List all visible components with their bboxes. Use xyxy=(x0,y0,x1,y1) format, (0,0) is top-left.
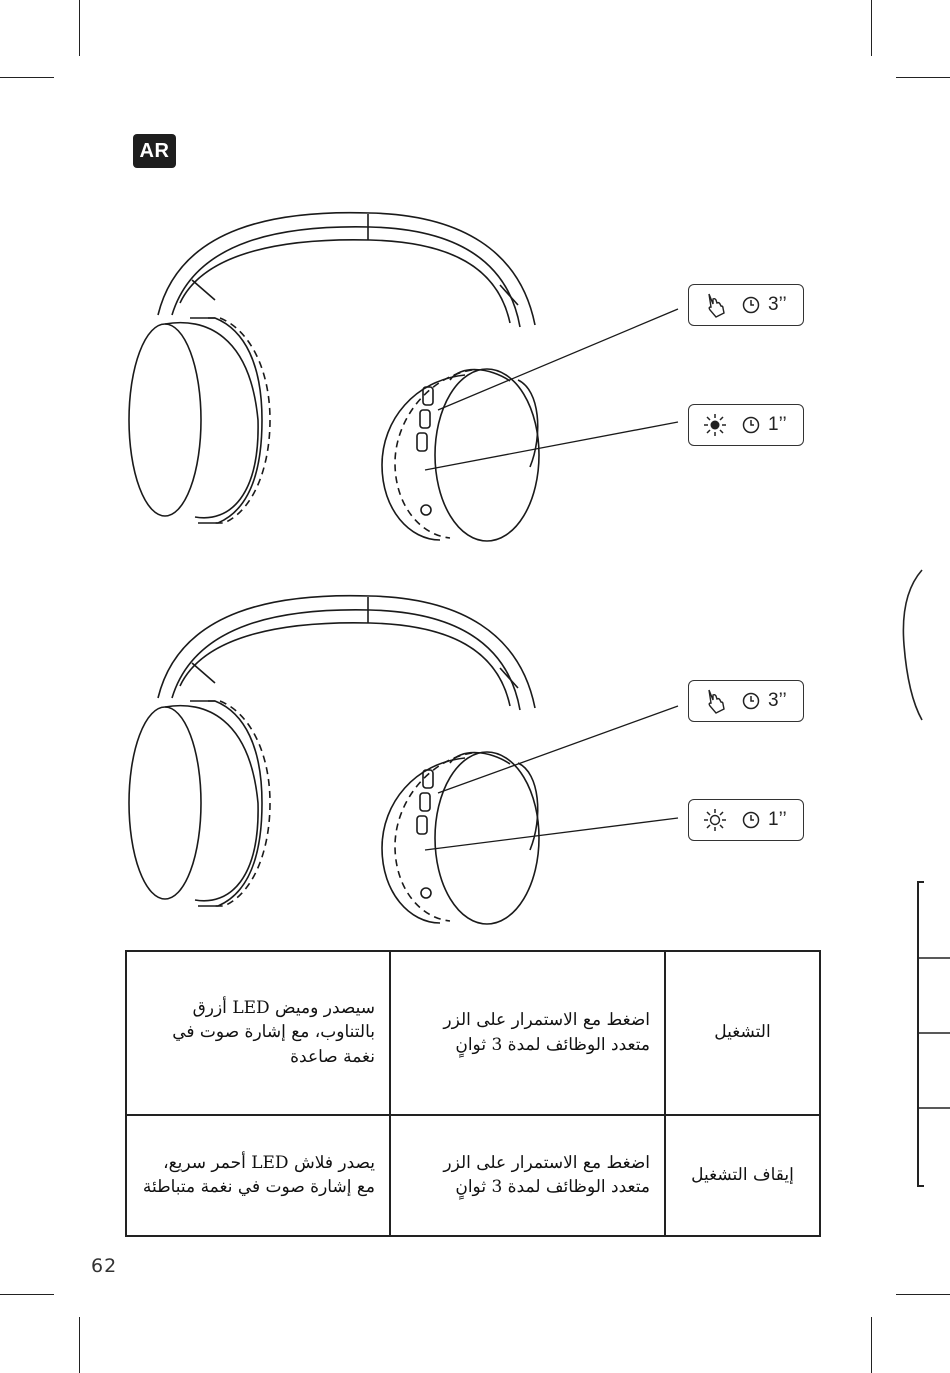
press-hand-icon xyxy=(703,293,727,318)
language-badge: AR xyxy=(133,134,176,168)
press-duration-callout: 3’’ xyxy=(688,284,804,326)
table-row: إيقاف التشغيل اضغط مع الاستمرار على الزر… xyxy=(125,1113,821,1237)
clock-icon xyxy=(739,293,763,317)
operation-cell: اضغط مع الاستمرار على الزر متعدد الوظائف… xyxy=(389,1113,666,1237)
light-duration-callout: 1’’ xyxy=(688,404,804,446)
headphones-illustration xyxy=(128,211,679,542)
clock-icon xyxy=(739,413,763,437)
duration-label: 1’’ xyxy=(768,809,787,830)
crop-mark-bottom-left xyxy=(79,1317,80,1373)
duration-label: 3’’ xyxy=(768,690,787,711)
duration-label: 3’’ xyxy=(768,294,787,315)
clock-icon xyxy=(739,808,763,832)
operations-table: التشغيل اضغط مع الاستمرار على الزر متعدد… xyxy=(125,950,821,1237)
duration-label: 1’’ xyxy=(768,414,787,435)
action-cell: إيقاف التشغيل xyxy=(664,1113,821,1237)
adjacent-page-headphone-edge xyxy=(902,569,923,721)
press-duration-callout: 3’’ xyxy=(688,680,804,722)
headphones-illustration xyxy=(128,594,679,925)
action-cell: التشغيل xyxy=(664,950,821,1116)
crop-mark-bottom-left xyxy=(0,1294,54,1295)
page-number: 62 xyxy=(91,1255,118,1277)
crop-mark-top-right xyxy=(871,0,872,56)
led-light-icon xyxy=(703,808,727,832)
table-row: التشغيل اضغط مع الاستمرار على الزر متعدد… xyxy=(125,950,821,1116)
crop-mark-bottom-right xyxy=(871,1317,872,1373)
light-duration-callout: 1’’ xyxy=(688,799,804,841)
crop-mark-bottom-right xyxy=(896,1294,950,1295)
press-hand-icon xyxy=(703,689,727,714)
clock-icon xyxy=(739,689,763,713)
crop-mark-top-left xyxy=(0,77,54,78)
led-light-icon xyxy=(703,413,727,437)
adjacent-page-table-edge xyxy=(917,881,950,1187)
indication-cell: يصدر فلاش LED أحمر سريع، مع إشارة صوت في… xyxy=(125,1113,391,1237)
crop-mark-top-right xyxy=(896,77,950,78)
operation-cell: اضغط مع الاستمرار على الزر متعدد الوظائف… xyxy=(389,950,666,1116)
indication-cell: سيصدر وميض LED أزرق بالتناوب، مع إشارة ص… xyxy=(125,950,391,1116)
crop-mark-top-left xyxy=(79,0,80,56)
